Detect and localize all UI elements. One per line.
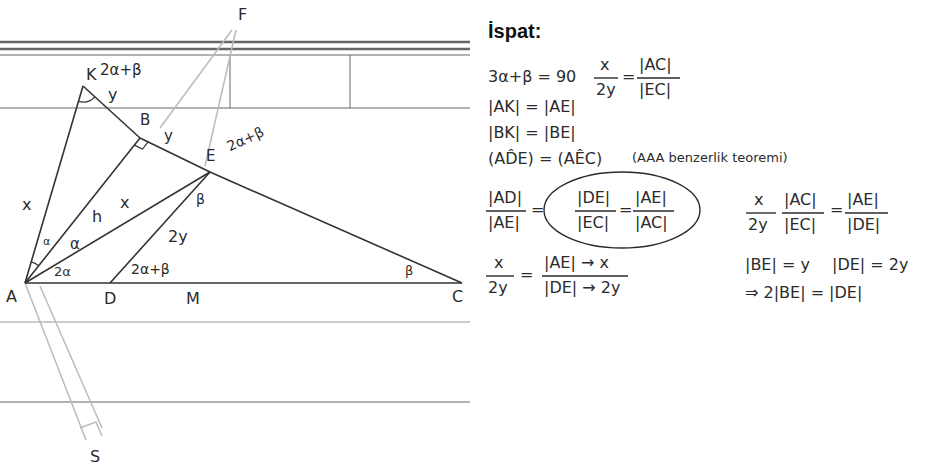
proof-text: |AC| bbox=[635, 214, 668, 232]
proof-text: (AAA benzerlik teoremi) bbox=[632, 151, 788, 165]
proof-text: ⇒ 2|BE| = |DE| bbox=[745, 284, 862, 302]
figure-label: E bbox=[206, 148, 215, 165]
proof-text: |EC| bbox=[639, 81, 671, 99]
proof-text: 2y bbox=[596, 81, 616, 99]
triangle-lines bbox=[25, 86, 462, 283]
figure-label: 2α+β bbox=[225, 124, 267, 154]
proof-text: 2y bbox=[488, 279, 508, 297]
figure-label: β bbox=[196, 192, 205, 207]
rule-line bbox=[0, 41, 470, 44]
fraction-bar bbox=[575, 210, 616, 211]
proof-text: |AC| bbox=[784, 191, 817, 209]
angle-arc bbox=[79, 97, 95, 102]
rule-line bbox=[0, 107, 470, 108]
segment-ab bbox=[25, 138, 140, 283]
proof-text: = bbox=[622, 68, 635, 86]
proof-text: |AK| = |AE| bbox=[488, 98, 576, 116]
fraction-bar bbox=[782, 212, 824, 213]
figure-label: 2α+β bbox=[100, 62, 142, 79]
segment-ec bbox=[210, 172, 462, 283]
figure-label: α bbox=[70, 236, 80, 253]
figure-label: K bbox=[86, 66, 97, 84]
right-angle-mark bbox=[134, 142, 148, 149]
faint-construction bbox=[25, 30, 236, 440]
proof-text: |AE| bbox=[847, 191, 879, 209]
rule-line bbox=[0, 48, 470, 51]
ruled-paper bbox=[0, 42, 470, 402]
figure-label: 2α+β bbox=[131, 262, 170, 277]
proof-text: |DE| bbox=[847, 216, 880, 234]
construction-line bbox=[40, 286, 102, 428]
rule-line bbox=[230, 55, 231, 108]
figure-label: A bbox=[6, 288, 17, 306]
rule-line bbox=[350, 55, 351, 108]
figure-label: B bbox=[140, 112, 150, 129]
fraction-bar bbox=[633, 210, 674, 211]
proof-text: |DE| → 2y bbox=[544, 279, 620, 297]
proof-text: |BE| = y bbox=[745, 256, 810, 274]
figure-label: β bbox=[405, 264, 413, 278]
fraction-bars bbox=[486, 78, 888, 276]
segment-ed bbox=[110, 172, 210, 283]
rule-line bbox=[0, 55, 470, 56]
figure-label: S bbox=[90, 448, 100, 466]
figure-label: C bbox=[452, 288, 463, 306]
fraction-bar bbox=[594, 77, 618, 78]
construction-line bbox=[160, 30, 232, 128]
segment-kb bbox=[83, 86, 140, 138]
right-angle-mark bbox=[80, 422, 102, 436]
fraction-bar bbox=[845, 212, 888, 213]
proof-text: |AD| bbox=[488, 189, 522, 207]
fraction-bar bbox=[542, 275, 628, 276]
segment-ae bbox=[25, 172, 210, 283]
fraction-bar bbox=[486, 210, 526, 211]
proof-text: |AE| bbox=[488, 214, 520, 232]
proof-text: 2y bbox=[748, 216, 768, 234]
proof-text: |DE| bbox=[577, 189, 610, 207]
figure-label: M bbox=[186, 290, 200, 308]
fraction-bar bbox=[637, 77, 680, 78]
proof-text: = bbox=[830, 201, 843, 219]
fraction-bar bbox=[486, 275, 514, 276]
proof-text: |EC| bbox=[784, 216, 816, 234]
figure-label: D bbox=[104, 290, 116, 308]
construction-line bbox=[25, 283, 86, 440]
proof-text: |EC| bbox=[577, 214, 609, 232]
proof-text: = bbox=[531, 201, 544, 219]
proof-text: |BK| = |BE| bbox=[488, 124, 576, 142]
proof-text: = bbox=[619, 201, 632, 219]
rule-line bbox=[0, 322, 470, 323]
figure-label: 2α bbox=[54, 265, 71, 279]
figure-label: x bbox=[22, 196, 31, 214]
proof-heading: İspat: bbox=[488, 20, 541, 42]
proof-text: x bbox=[754, 191, 763, 209]
segment-ac bbox=[25, 282, 462, 284]
proof-text: = bbox=[520, 266, 533, 284]
figure-label: 2y bbox=[168, 228, 188, 246]
segment-be bbox=[140, 138, 210, 172]
figure-label: h bbox=[92, 208, 102, 226]
proof-text: 3α+β = 90 bbox=[488, 68, 576, 86]
proof-text: |DE| = 2y bbox=[832, 256, 908, 274]
figure-label: y bbox=[108, 86, 117, 104]
proof-text: x bbox=[494, 254, 503, 272]
proof-text: |AE| bbox=[635, 189, 667, 207]
angle-arc bbox=[31, 262, 39, 266]
proof-text: (AD̂E) = (AÊC) bbox=[488, 150, 602, 168]
figure-label: x bbox=[120, 194, 129, 212]
proof-text: |AE| → x bbox=[544, 254, 609, 272]
figure-label: F bbox=[238, 6, 247, 24]
fraction-bar bbox=[746, 212, 776, 213]
circled-ratio bbox=[544, 172, 700, 248]
figure-label: y bbox=[164, 128, 173, 145]
proof-text: x bbox=[600, 56, 609, 74]
figure-label: α bbox=[43, 236, 50, 248]
proof-text: |AC| bbox=[639, 56, 672, 74]
